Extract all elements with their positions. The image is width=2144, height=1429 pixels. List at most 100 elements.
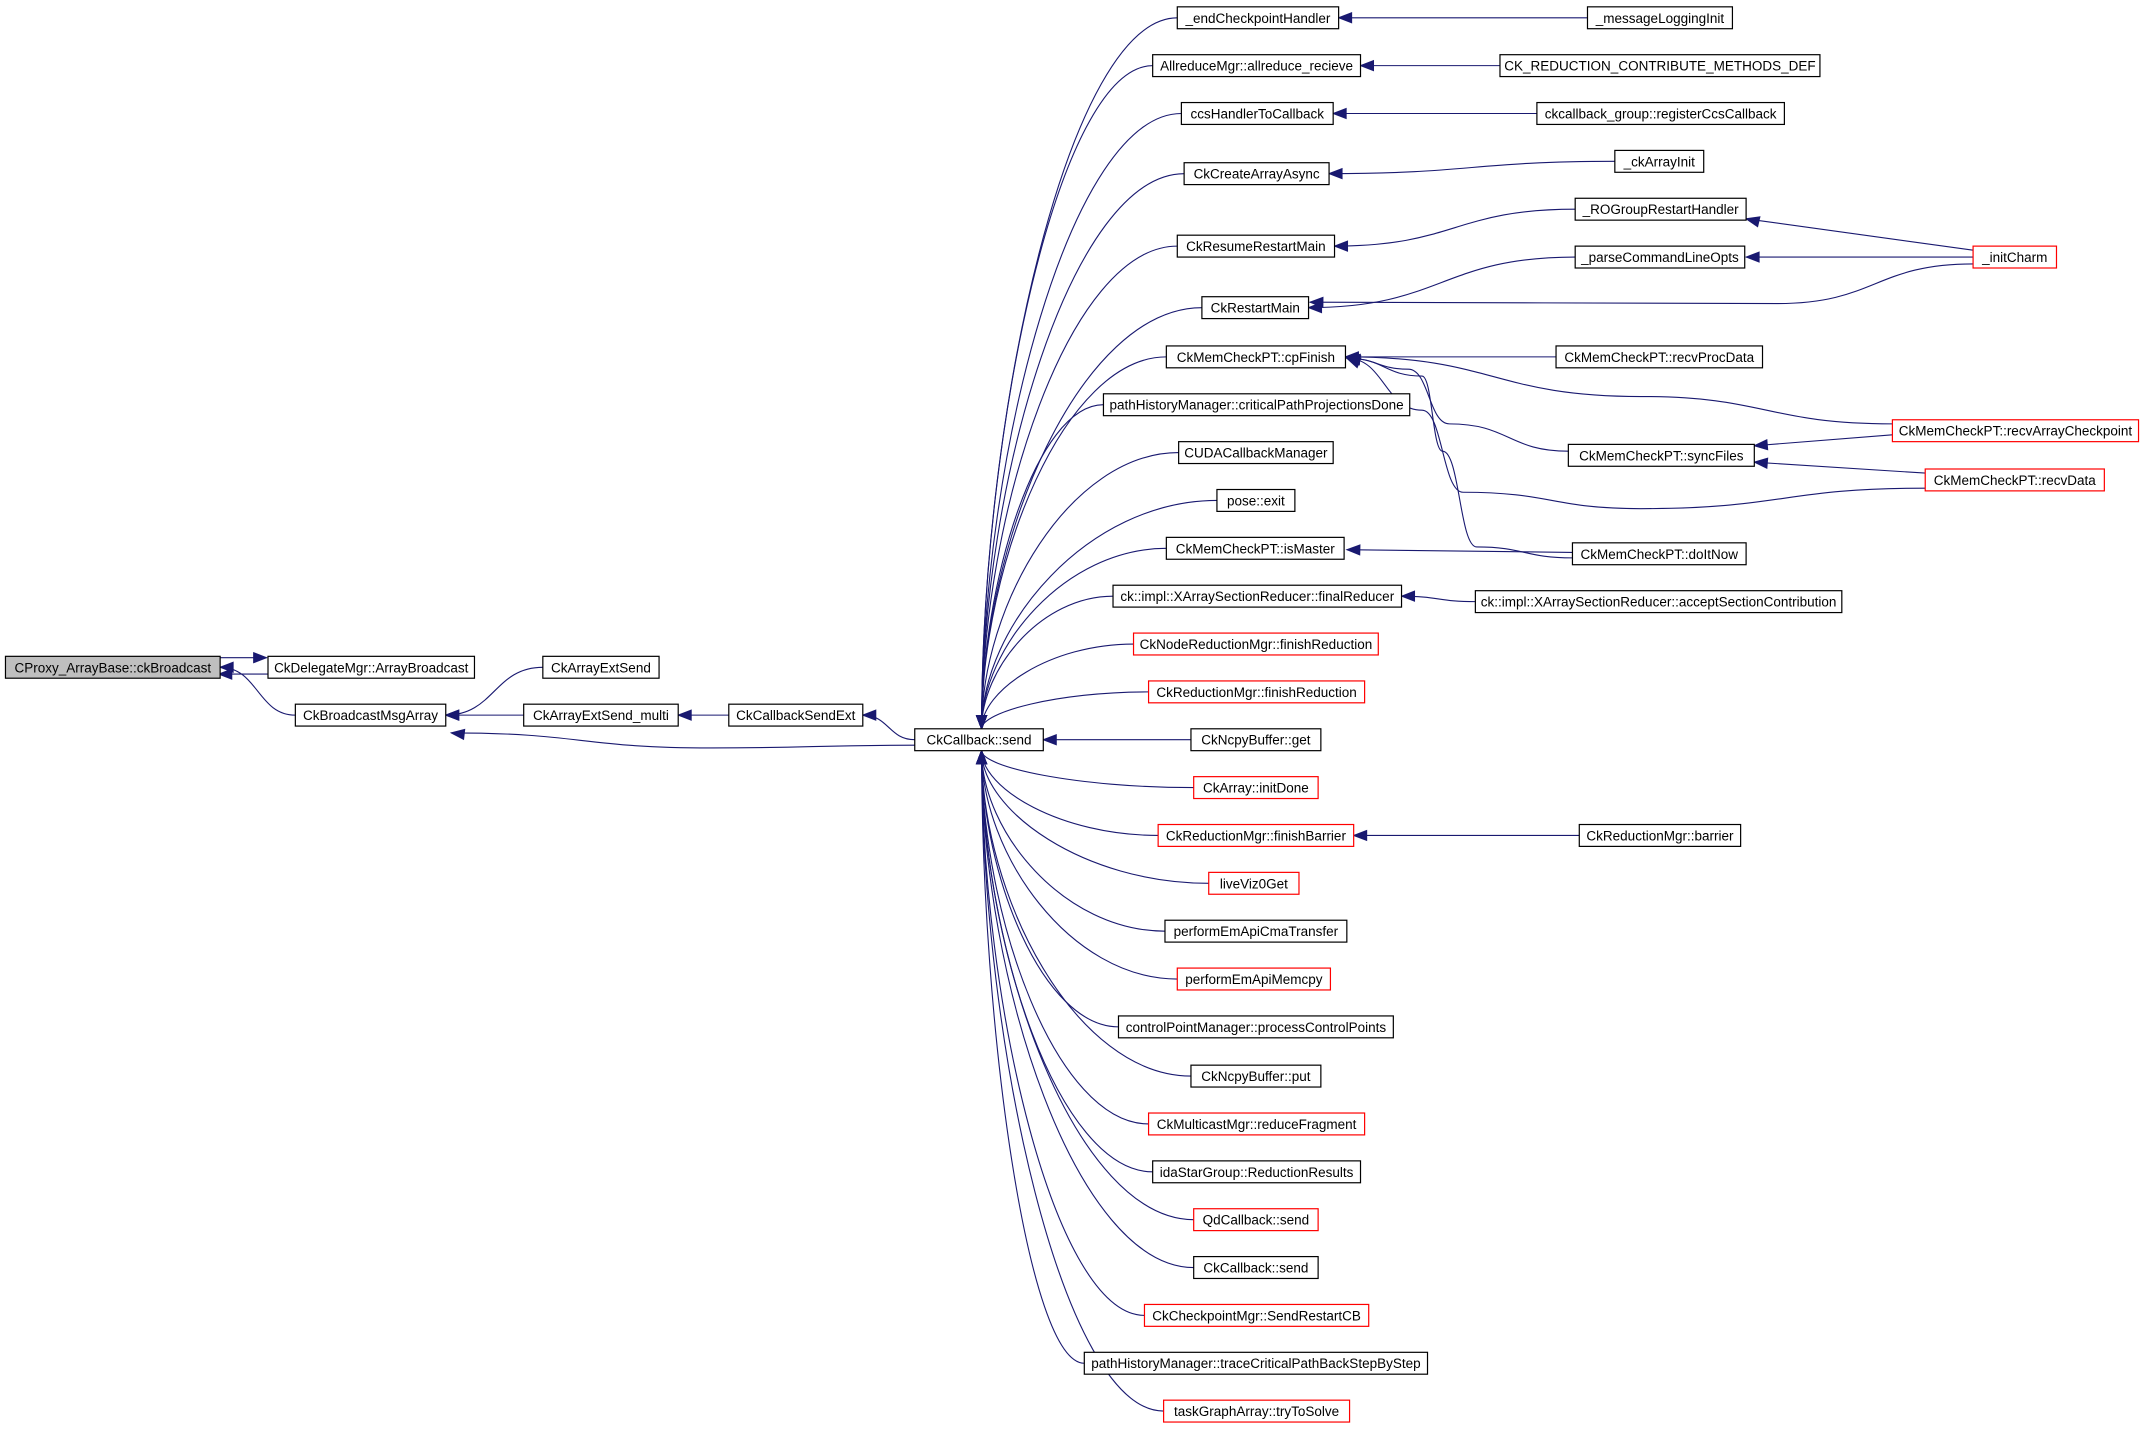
- node-label: ckcallback_group::registerCcsCallback: [1545, 106, 1777, 121]
- node-label: CkCheckpointMgr::SendRestartCB: [1152, 1308, 1361, 1323]
- node-initdone[interactable]: CkArray::initDone: [1193, 776, 1319, 800]
- node-qdcb[interactable]: QdCallback::send: [1193, 1208, 1319, 1232]
- edge-path: [1346, 357, 1573, 559]
- node-createarr[interactable]: CkCreateArrayAsync: [1183, 162, 1330, 186]
- node-regccs[interactable]: ckcallback_group::registerCcsCallback: [1536, 101, 1785, 126]
- node-box: [1555, 345, 1764, 369]
- node-parsecmd[interactable]: _parseCommandLineOpts: [1574, 245, 1746, 269]
- node-box: [1157, 823, 1355, 847]
- node-label: CkReductionMgr::finishReduction: [1156, 685, 1356, 700]
- node-resumerestart[interactable]: CkResumeRestartMain: [1176, 234, 1336, 258]
- node-controlpts[interactable]: controlPointManager::processControlPoint…: [1117, 1015, 1394, 1039]
- node-ncpyput[interactable]: CkNcpyBuffer::put: [1190, 1064, 1322, 1088]
- node-critpath[interactable]: pathHistoryManager::criticalPathProjecti…: [1102, 393, 1411, 417]
- node-bcastmsg[interactable]: CkBroadcastMsgArray: [294, 703, 447, 727]
- node-box: [1180, 101, 1334, 126]
- node-recvarrckpt[interactable]: CkMemCheckPT::recvArrayCheckpoint: [1891, 419, 2140, 443]
- node-label: pose::exit: [1227, 493, 1285, 508]
- node-initcharm[interactable]: _initCharm: [1972, 245, 2058, 269]
- node-box: [1178, 441, 1334, 465]
- node-box: [1190, 1064, 1322, 1088]
- node-finishbarrier[interactable]: CkReductionMgr::finishBarrier: [1157, 823, 1355, 847]
- node-box: [1574, 245, 1746, 269]
- node-liveviz[interactable]: liveViz0Get: [1208, 871, 1300, 895]
- edge-path: [981, 750, 1085, 1364]
- node-box: [1924, 468, 2105, 492]
- node-syncfiles[interactable]: CkMemCheckPT::syncFiles: [1567, 443, 1755, 467]
- node-memcpy[interactable]: performEmApiMemcpy: [1176, 967, 1332, 991]
- node-extsend[interactable]: CkArrayExtSend: [542, 655, 660, 679]
- node-box: [1586, 6, 1734, 30]
- node-recvproc[interactable]: CkMemCheckPT::recvProcData: [1555, 345, 1764, 369]
- node-cuda[interactable]: CUDACallbackManager: [1178, 441, 1334, 465]
- edge-path: [981, 750, 1191, 1077]
- node-endckpt[interactable]: _endCheckpointHandler: [1176, 6, 1340, 30]
- edge-path: [1754, 434, 1893, 447]
- node-label: CkMemCheckPT::recvProcData: [1564, 350, 1754, 365]
- node-acceptsec[interactable]: ck::impl::XArraySectionReducer::acceptSe…: [1474, 590, 1843, 614]
- node-tracecrit[interactable]: pathHistoryManager::traceCriticalPathBac…: [1083, 1351, 1429, 1375]
- node-label: CkMemCheckPT::cpFinish: [1177, 350, 1335, 365]
- edge-recvdata-to-syncfiles: [1752, 457, 1926, 474]
- node-box: [1578, 823, 1742, 847]
- node-box: [1183, 162, 1330, 186]
- node-box: [1147, 1112, 1366, 1136]
- edge-arrowhead: [975, 749, 988, 765]
- node-label: CkResumeRestartMain: [1186, 239, 1326, 254]
- edge-path: [1746, 218, 1974, 251]
- node-ismaster[interactable]: CkMemCheckPT::isMaster: [1165, 536, 1345, 560]
- node-trytosolve[interactable]: taskGraphArray::tryToSolve: [1163, 1399, 1351, 1423]
- node-extmulti[interactable]: CkArrayExtSend_multi: [523, 703, 679, 727]
- node-ccshandler[interactable]: ccsHandlerToCallback: [1180, 101, 1334, 126]
- node-ckreddef[interactable]: CK_REDUCTION_CONTRIBUTE_METHODS_DEF: [1499, 54, 1821, 78]
- node-sendext[interactable]: CkCallbackSendExt: [728, 703, 864, 727]
- edge-path: [981, 452, 1179, 729]
- edge-doitnow-to-ismaster: [1345, 544, 1573, 556]
- node-finalreducer[interactable]: ck::impl::XArraySectionReducer::finalRed…: [1112, 584, 1403, 608]
- node-ckarrinit[interactable]: _ckArrayInit: [1614, 149, 1705, 173]
- edge-root-to-delegate: [218, 651, 269, 664]
- node-box: [4, 655, 221, 679]
- edge-path: [981, 173, 1185, 729]
- node-msglog[interactable]: _messageLoggingInit: [1586, 6, 1734, 30]
- edge-path: [1346, 357, 1926, 510]
- node-cpfinish[interactable]: CkMemCheckPT::cpFinish: [1165, 345, 1347, 369]
- node-box: [1574, 197, 1747, 221]
- node-rogroup[interactable]: _ROGroupRestartHandler: [1574, 197, 1747, 221]
- edge-path: [981, 112, 1182, 729]
- node-cmatransfer[interactable]: performEmApiCmaTransfer: [1164, 919, 1348, 943]
- node-label: CUDACallbackManager: [1184, 446, 1328, 461]
- node-label: CkCallback::send: [926, 733, 1031, 748]
- node-label: pathHistoryManager::traceCriticalPathBac…: [1091, 1356, 1420, 1371]
- node-delegate[interactable]: CkDelegateMgr::ArrayBroadcast: [267, 655, 476, 679]
- node-box: [542, 655, 660, 679]
- edge-path: [981, 750, 1145, 1316]
- node-allreduce[interactable]: AllreduceMgr::allreduce_recieve: [1152, 54, 1362, 78]
- node-reducefrag[interactable]: CkMulticastMgr::reduceFragment: [1147, 1112, 1366, 1136]
- node-recvdata[interactable]: CkMemCheckPT::recvData: [1924, 468, 2105, 492]
- node-box: [1117, 1015, 1394, 1039]
- node-root[interactable]: CProxy_ArrayBase::ckBroadcast: [4, 655, 221, 679]
- node-redfinish[interactable]: CkReductionMgr::finishReduction: [1147, 680, 1366, 704]
- node-box: [1176, 234, 1336, 258]
- node-box: [1474, 590, 1843, 614]
- edge-extmulti-to-bcastmsg: [444, 709, 524, 721]
- node-sendrestart[interactable]: CkCheckpointMgr::SendRestartCB: [1143, 1303, 1370, 1327]
- node-label: CkMulticastMgr::reduceFragment: [1157, 1117, 1357, 1132]
- node-idastar[interactable]: idaStarGroup::ReductionResults: [1152, 1160, 1362, 1184]
- node-label: controlPointManager::processControlPoint…: [1126, 1020, 1387, 1035]
- node-label: AllreduceMgr::allreduce_recieve: [1160, 59, 1353, 74]
- node-label: CkMemCheckPT::recvArrayCheckpoint: [1899, 424, 2133, 439]
- node-poseexit[interactable]: pose::exit: [1216, 488, 1296, 512]
- edge-arrowhead: [1352, 829, 1368, 842]
- node-restartmain[interactable]: CkRestartMain: [1201, 296, 1310, 320]
- node-barrier[interactable]: CkReductionMgr::barrier: [1578, 823, 1742, 847]
- node-box: [1164, 919, 1348, 943]
- node-doitnow[interactable]: CkMemCheckPT::doItNow: [1571, 542, 1747, 566]
- node-ncpyget[interactable]: CkNcpyBuffer::get: [1190, 728, 1322, 752]
- node-cbsend2[interactable]: CkCallback::send: [1193, 1255, 1319, 1280]
- node-cbsend[interactable]: CkCallback::send: [914, 728, 1044, 752]
- edge-path: [981, 691, 1149, 729]
- node-label: CkNcpyBuffer::get: [1201, 733, 1311, 748]
- node-nodefinish[interactable]: CkNodeReductionMgr::finishReduction: [1132, 632, 1379, 656]
